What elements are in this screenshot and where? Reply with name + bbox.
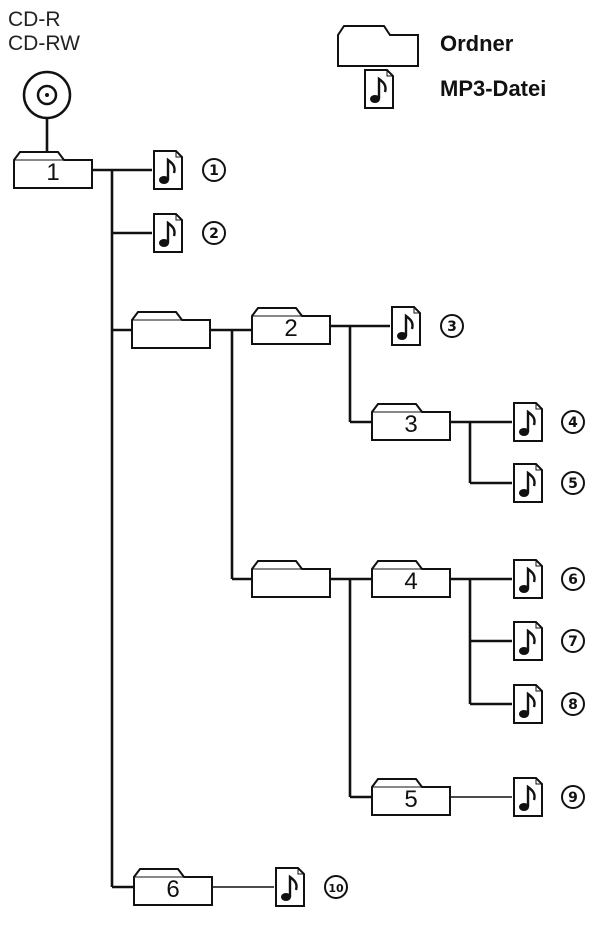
music-note-icon xyxy=(512,776,544,818)
music-note-icon xyxy=(390,305,422,347)
folder-2: 2 xyxy=(251,307,331,345)
music-note-icon xyxy=(152,149,184,191)
folder-3-label: 3 xyxy=(404,411,417,438)
music-note-icon xyxy=(512,401,544,443)
mp3-file-4-number: 4 xyxy=(568,415,578,431)
folder-2-label: 2 xyxy=(284,315,297,342)
music-note-icon xyxy=(512,683,544,725)
mp3-file-8-number: 8 xyxy=(568,697,578,713)
media-label-cd-r: CD-R xyxy=(8,8,61,31)
music-note-icon xyxy=(512,462,544,504)
folder-6: 6 xyxy=(133,868,213,906)
mp3-file-2: 2 xyxy=(152,212,226,254)
legend-folder-icon xyxy=(337,25,419,67)
legend: Ordner MP3-Datei xyxy=(337,25,546,110)
media-label-cd-rw: CD-RW xyxy=(8,32,80,55)
mp3-file-5-number: 5 xyxy=(568,476,578,492)
folder-5: 5 xyxy=(371,778,451,816)
music-note-icon xyxy=(512,558,544,600)
mp3-file-10-number: 10 xyxy=(328,882,344,895)
mp3-file-5: 5 xyxy=(512,462,585,504)
legend-music-note-icon xyxy=(363,68,395,110)
disc-icon xyxy=(22,70,72,120)
legend-file-label: MP3-Datei xyxy=(440,76,546,101)
music-note-icon xyxy=(512,620,544,662)
mp3-file-2-number: 2 xyxy=(209,226,219,242)
mp3-file-10: 10 xyxy=(274,866,348,908)
mp3-file-7-number: 7 xyxy=(568,634,578,650)
mp3-file-1-number: 1 xyxy=(209,163,219,179)
mp3-file-7: 7 xyxy=(512,620,585,662)
folder-4-label: 4 xyxy=(404,568,417,595)
folder-unnamed-b xyxy=(251,560,331,598)
folder-3: 3 xyxy=(371,403,451,441)
mp3-file-9-number: 9 xyxy=(568,790,578,806)
legend-folder-label: Ordner xyxy=(440,31,514,56)
mp3-file-8: 8 xyxy=(512,683,585,725)
folder-6-label: 6 xyxy=(166,876,179,903)
folder-5-label: 5 xyxy=(404,786,417,813)
music-note-icon xyxy=(274,866,306,908)
mp3-file-6: 6 xyxy=(512,558,585,600)
folder-4: 4 xyxy=(371,560,451,598)
music-note-icon xyxy=(152,212,184,254)
mp3-file-4: 4 xyxy=(512,401,585,443)
folder-unnamed-a xyxy=(131,311,211,349)
mp3-file-3-number: 3 xyxy=(447,319,457,335)
mp3-file-9: 9 xyxy=(512,776,585,818)
mp3-file-6-number: 6 xyxy=(568,572,578,588)
mp3-file-1: 1 xyxy=(152,149,226,191)
folder-1: 1 xyxy=(13,151,93,189)
mp3-file-3: 3 xyxy=(390,305,464,347)
folder-1-label: 1 xyxy=(46,159,59,186)
tree-connectors xyxy=(45,118,512,889)
